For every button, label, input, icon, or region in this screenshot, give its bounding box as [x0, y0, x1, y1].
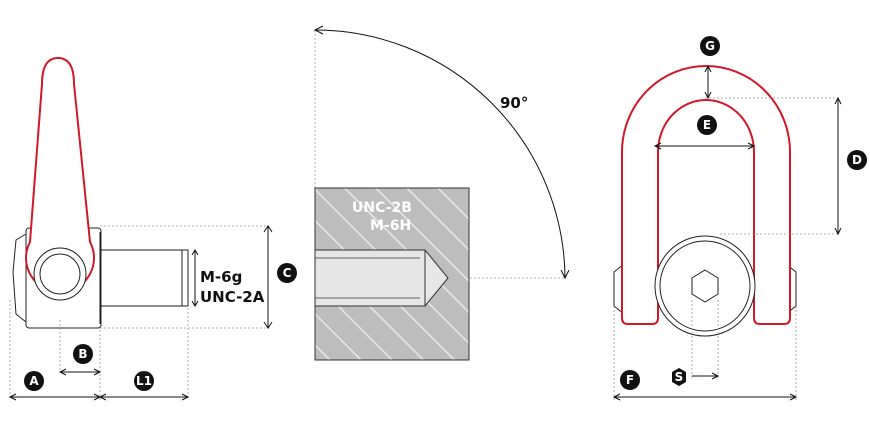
svg-text:C: C [283, 266, 292, 280]
thread-label-metric-external: M-6g [200, 268, 242, 286]
side-view: M-6g UNC-2A C B A L1 [8, 56, 297, 401]
badge-a: A [24, 371, 44, 391]
angle-arc [314, 29, 566, 279]
svg-text:E: E [703, 118, 711, 132]
badge-f: F [620, 370, 640, 390]
svg-text:L1: L1 [136, 374, 152, 388]
badge-c: C [277, 263, 297, 283]
thread-label-metric-internal: M-6H [370, 218, 411, 234]
svg-text:B: B [78, 347, 87, 361]
angle-label: 90° [500, 94, 528, 112]
badge-s: S [672, 368, 686, 386]
svg-text:G: G [705, 39, 715, 53]
thread-label-unc-external: UNC-2A [200, 288, 265, 306]
svg-text:A: A [29, 374, 39, 388]
svg-text:D: D [852, 153, 862, 167]
badge-d: D [847, 150, 867, 170]
badge-g: G [700, 36, 720, 56]
svg-text:F: F [626, 373, 634, 387]
ring-side-view [25, 56, 95, 293]
tapped-hole-section: 90° UNC-2B M-6H [313, 25, 570, 361]
thread-label-unc-internal: UNC-2B [352, 200, 412, 216]
bolt-shank [99, 249, 189, 307]
svg-text:S: S [675, 370, 684, 384]
badge-l1: L1 [134, 371, 154, 391]
front-view: G E D F S [612, 36, 867, 401]
badge-e: E [697, 115, 717, 135]
hex-socket [691, 269, 719, 303]
badge-b: B [73, 344, 93, 364]
tapped-hole [314, 249, 449, 307]
